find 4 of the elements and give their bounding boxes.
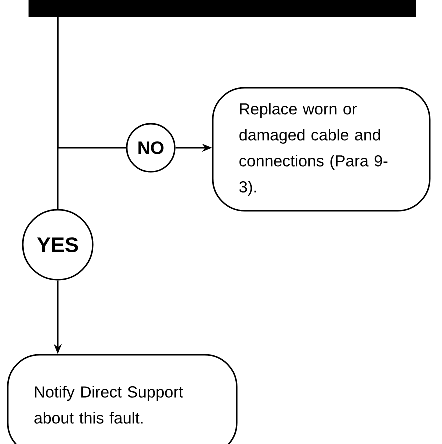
action-box: Replace worn or damaged cable and connections (Para 9-3).	[212, 87, 431, 212]
header-bar	[28, 0, 416, 18]
connector-line	[57, 17, 59, 210]
action-box: Notify Direct Support about this fault.	[7, 354, 238, 444]
